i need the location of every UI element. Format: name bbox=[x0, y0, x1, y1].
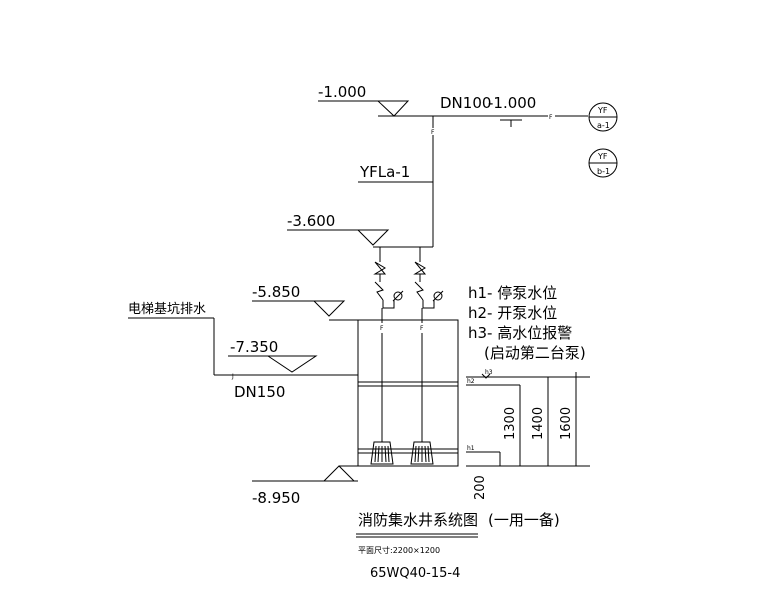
elev-bottom-marker: -8.950 bbox=[252, 465, 358, 507]
main-pipe-f-mark: F bbox=[549, 114, 553, 121]
mark-h3: h3 bbox=[485, 369, 493, 376]
dim-1400: 1400 bbox=[531, 407, 546, 440]
legend-h3-note: (启动第二台泵) bbox=[484, 344, 586, 362]
dim-1300: 1300 bbox=[503, 407, 518, 440]
pump-left-f-mark: F bbox=[380, 325, 384, 332]
elev-top-marker: -1.000 bbox=[318, 83, 410, 117]
dim-1600: 1600 bbox=[559, 407, 574, 440]
inlet-j-mark: J bbox=[231, 373, 234, 380]
dim-200: 200 bbox=[473, 475, 488, 500]
connector-b1: YF b-1 bbox=[588, 148, 618, 178]
main-pipe-support bbox=[500, 119, 522, 127]
elev-mid-label: -3.600 bbox=[287, 212, 335, 230]
elev-inlet-marker: -7.350 bbox=[228, 338, 318, 373]
main-pipe-elev-label: -1.000 bbox=[488, 94, 536, 112]
legend-h3: h3- 高水位报警 bbox=[468, 324, 572, 342]
connector-a1: YF a-1 bbox=[588, 102, 618, 132]
connector-b1-bottom: b-1 bbox=[597, 167, 610, 176]
riser-f-mark: F bbox=[431, 129, 435, 136]
elev-inlet-label: -7.350 bbox=[230, 338, 278, 356]
elev-pit-top-label: -5.850 bbox=[252, 283, 300, 301]
legend-h2: h2- 开泵水位 bbox=[468, 304, 557, 322]
pump-right-f-mark: F bbox=[420, 325, 424, 332]
dimension-lines bbox=[499, 372, 577, 466]
connector-b1-top: YF bbox=[597, 152, 608, 161]
sump-pit bbox=[357, 319, 459, 467]
level-marks: h3 h2 h1 bbox=[466, 369, 590, 467]
inlet-size-label: DN150 bbox=[234, 383, 285, 401]
connector-a1-top: YF bbox=[597, 106, 608, 115]
connector-a1-bottom: a-1 bbox=[597, 121, 610, 130]
plan-size: 平面尺寸:2200×1200 bbox=[358, 545, 440, 555]
mark-h2: h2 bbox=[467, 378, 475, 385]
diagram-title-note: (一用一备) bbox=[488, 511, 560, 529]
riser-label: YFLa-1 bbox=[359, 163, 410, 181]
elev-bottom-label: -8.950 bbox=[252, 489, 300, 507]
diagram-title: 消防集水井系统图 bbox=[358, 511, 478, 529]
pump-line-left: F bbox=[373, 247, 404, 442]
pump-right bbox=[410, 441, 434, 465]
legend-h1: h1- 停泵水位 bbox=[468, 284, 557, 302]
main-pipe-size-label: DN100 bbox=[440, 94, 491, 112]
inlet-label: 电梯基坑排水 bbox=[128, 302, 206, 317]
mark-h1: h1 bbox=[467, 445, 475, 452]
elev-mid-marker: -3.600 bbox=[287, 212, 390, 246]
elev-pit-top-marker: -5.850 bbox=[252, 283, 358, 321]
pump-model: 65WQ40-15-4 bbox=[370, 566, 460, 581]
pump-left bbox=[370, 441, 394, 465]
elev-top-label: -1.000 bbox=[318, 83, 366, 101]
pump-line-right: F bbox=[413, 247, 444, 442]
